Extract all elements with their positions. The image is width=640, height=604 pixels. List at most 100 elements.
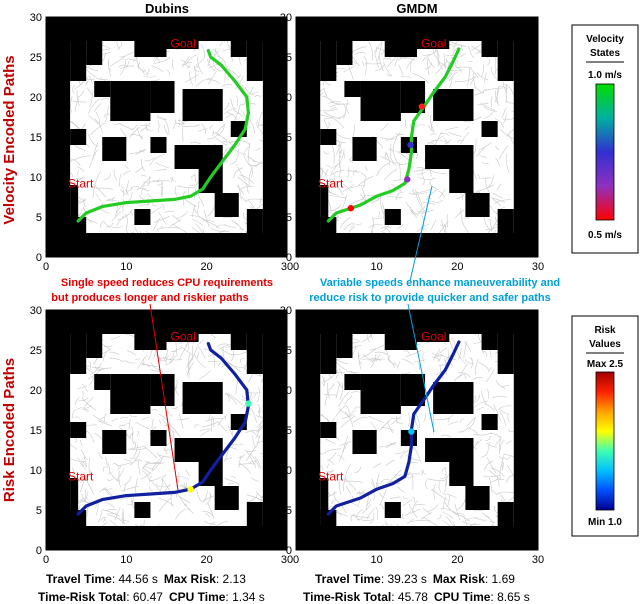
obstacle-block: [384, 334, 417, 350]
obstacle-block: [481, 334, 498, 350]
obstacle-block: [425, 438, 474, 462]
gmdm-note-pointer-top: [409, 185, 433, 282]
obstacle-block: [134, 209, 151, 225]
gmdm-risk-value: : 1.69: [485, 572, 515, 586]
obstacle-block: [102, 137, 127, 161]
obstacle-block: [262, 310, 287, 550]
x-tick-label: 30: [532, 554, 544, 566]
obstacle-block: [513, 17, 538, 257]
obstacle-block: [134, 502, 151, 518]
obstacle-block: [46, 233, 287, 257]
y-tick-label: 15: [280, 132, 292, 144]
y-tick-label: 5: [286, 212, 292, 224]
obstacle-block: [352, 137, 377, 161]
gmdm-cpu-label: CPU Time: [434, 590, 491, 604]
obstacle-block: [70, 129, 87, 145]
obstacles: [296, 17, 538, 257]
x-tick-label: 20: [451, 261, 463, 273]
obstacle-block: [150, 81, 175, 113]
goal-label: Goal: [171, 329, 196, 343]
y-tick-label: 25: [30, 345, 42, 357]
obstacle-block: [214, 486, 239, 510]
obstacles: [46, 310, 287, 550]
y-tick-label: 10: [30, 465, 42, 477]
obstacle-block: [46, 310, 287, 334]
y-tick-label: 30: [280, 12, 292, 24]
gmdm-note-pointer-bottom: [407, 303, 435, 433]
risk-hotspot-marker: [245, 400, 252, 407]
obstacle-block: [166, 41, 199, 49]
obstacle-block: [296, 526, 538, 550]
y-tick-label: 30: [30, 305, 42, 317]
x-tick-label: 20: [201, 261, 213, 273]
obstacle-block: [182, 89, 223, 121]
y-tick-label: 20: [280, 385, 292, 397]
dubins-travel-value: : 44.56 s: [112, 572, 158, 586]
obstacle-block: [174, 145, 223, 169]
goal-label: Goal: [421, 329, 446, 343]
y-tick-label: 20: [280, 92, 292, 104]
obstacle-block: [336, 41, 353, 65]
risk-colorbar-gradient: [595, 371, 615, 511]
obstacle-block: [246, 502, 263, 526]
obstacle-block: [110, 81, 151, 121]
obstacle-block: [497, 209, 514, 233]
obstacle-block: [246, 41, 263, 81]
gmdm-travel-label: Travel Time: [315, 572, 381, 586]
risk-colorbar-title-1: Risk: [594, 325, 616, 336]
y-tick-label: 25: [280, 345, 292, 357]
obstacle-block: [46, 310, 71, 550]
obstacle-block: [70, 422, 87, 438]
y-tick-label: 0: [286, 545, 292, 557]
gmdm-note-line1: Variable speeds enhance maneuverability …: [320, 277, 560, 289]
x-tick-label: 0: [43, 261, 49, 273]
velocity-colorbar-title-1: Velocity: [586, 34, 624, 45]
obstacle-block: [320, 129, 337, 145]
speed-change-marker: [418, 103, 426, 110]
dubins-note-pointer: [149, 303, 179, 491]
obstacle-block: [433, 382, 474, 414]
obstacle-block: [417, 41, 450, 49]
obstacle-block: [110, 374, 151, 414]
goal-label: Goal: [171, 36, 196, 50]
y-tick-label: 10: [30, 172, 42, 184]
obstacle-block: [513, 310, 538, 550]
obstacle-block: [70, 478, 79, 526]
obstacle-block: [384, 502, 401, 518]
obstacle-block: [182, 382, 223, 414]
obstacle-block: [150, 137, 167, 153]
obstacle-block: [296, 310, 321, 550]
y-tick-label: 15: [280, 425, 292, 437]
dubins-note-line1: Single speed reduces CPU requirements: [61, 277, 273, 289]
x-tick-label: 10: [120, 261, 132, 273]
obstacle-block: [246, 334, 263, 374]
obstacle-block: [214, 193, 239, 217]
obstacle-block: [70, 334, 87, 374]
start-label: Start: [68, 176, 94, 190]
dubins-total-value: : 60.47: [126, 590, 163, 604]
dubins-total-label: Time-Risk Total: [38, 590, 126, 604]
planned-path: [76, 48, 250, 223]
y-tick-label: 0: [36, 252, 42, 264]
obstacle-block: [336, 334, 353, 358]
x-tick-label: 20: [451, 554, 463, 566]
obstacle-block: [320, 478, 329, 526]
y-tick-label: 0: [36, 545, 42, 557]
dubins-risk-value: : 2.13: [216, 572, 246, 586]
y-tick-label: 15: [30, 425, 42, 437]
obstacle-block: [70, 41, 87, 81]
obstacle-block: [360, 374, 401, 414]
obstacle-block: [86, 334, 103, 358]
obstacle-block: [449, 169, 474, 193]
obstacle-block: [230, 334, 247, 350]
obstacle-block: [320, 422, 337, 438]
speed-change-marker: [347, 205, 355, 212]
obstacle-block: [46, 17, 287, 41]
obstacle-block: [344, 81, 361, 97]
